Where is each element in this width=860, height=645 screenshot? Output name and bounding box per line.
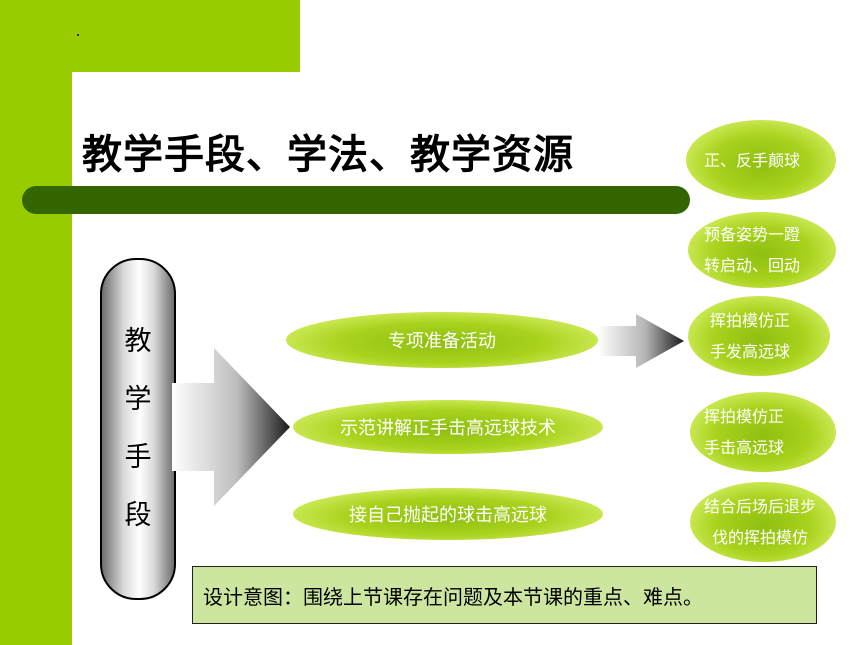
- slide-title: 教学手段、学法、教学资源: [82, 131, 574, 178]
- right-item-line: 挥拍模仿正: [704, 407, 785, 426]
- right-item-line: 结合后场后退步: [704, 497, 817, 516]
- right-item-line: 正、反手颠球: [704, 150, 801, 170]
- vertical-char: 学: [124, 384, 152, 415]
- right-item-oval: 正、反手颠球: [686, 120, 836, 200]
- right-item-line: 挥拍模仿正: [710, 311, 791, 330]
- design-intent-box: 设计意图：围绕上节课存在问题及本节课的重点、难点。: [192, 566, 817, 624]
- right-item-line: 手发高远球: [710, 342, 791, 361]
- design-intent-text: 设计意图：围绕上节课存在问题及本节课的重点、难点。: [203, 584, 703, 609]
- big-arrow-icon: [172, 348, 290, 506]
- right-item-line: 预备姿势一蹬: [704, 225, 801, 244]
- right-item-oval: 挥拍模仿正 手发高远球: [688, 296, 830, 376]
- middle-item-oval: 专项准备活动: [286, 312, 598, 368]
- right-item-oval: 预备姿势一蹬 转启动、回动: [688, 212, 836, 288]
- title-underline-bar: [22, 186, 690, 214]
- right-item-oval: 结合后场后退步 伐的挥拍模仿: [690, 482, 836, 562]
- vertical-char: 手: [124, 442, 152, 473]
- middle-item-label: 接自己抛起的球击高远球: [349, 505, 547, 526]
- left-green-stripe: [0, 0, 72, 645]
- teaching-means-pill: 教 学 手 段: [100, 258, 176, 600]
- middle-item-label: 示范讲解正手击高远球技术: [340, 418, 556, 439]
- middle-item-oval: 接自己抛起的球击高远球: [293, 488, 603, 540]
- small-arrow-icon: [598, 314, 684, 368]
- right-item-line: 手击高远球: [704, 438, 785, 457]
- right-item-oval: 挥拍模仿正 手击高远球: [690, 392, 836, 472]
- decorative-dot: [77, 34, 79, 36]
- vertical-char: 教: [124, 326, 152, 357]
- white-rounded-corner: [72, 72, 192, 192]
- vertical-char: 段: [124, 500, 152, 531]
- middle-item-oval: 示范讲解正手击高远球技术: [293, 400, 603, 454]
- right-item-line: 伐的挥拍模仿: [712, 528, 809, 547]
- middle-item-label: 专项准备活动: [388, 331, 496, 352]
- right-item-line: 转启动、回动: [704, 256, 801, 275]
